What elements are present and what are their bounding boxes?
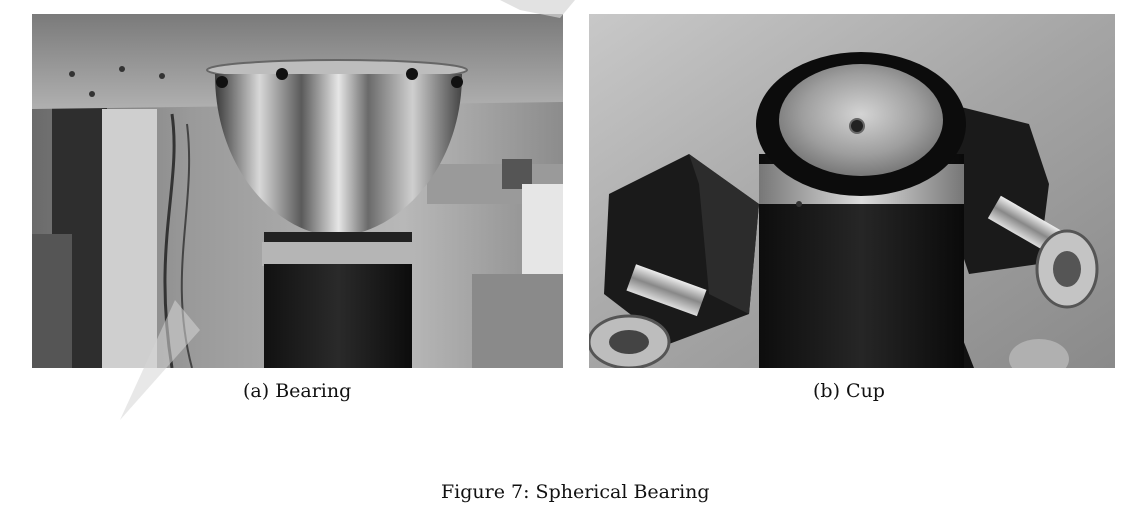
cup-photo-illustration bbox=[589, 14, 1115, 368]
figure-caption: Figure 7: Spherical Bearing bbox=[441, 481, 710, 503]
bearing-photo bbox=[32, 14, 563, 368]
bearing-photo-illustration bbox=[32, 14, 563, 368]
subfigure-b-caption: (b) Cup bbox=[813, 380, 885, 402]
cup-photo bbox=[589, 14, 1115, 368]
subfigure-a-caption: (a) Bearing bbox=[243, 380, 352, 402]
